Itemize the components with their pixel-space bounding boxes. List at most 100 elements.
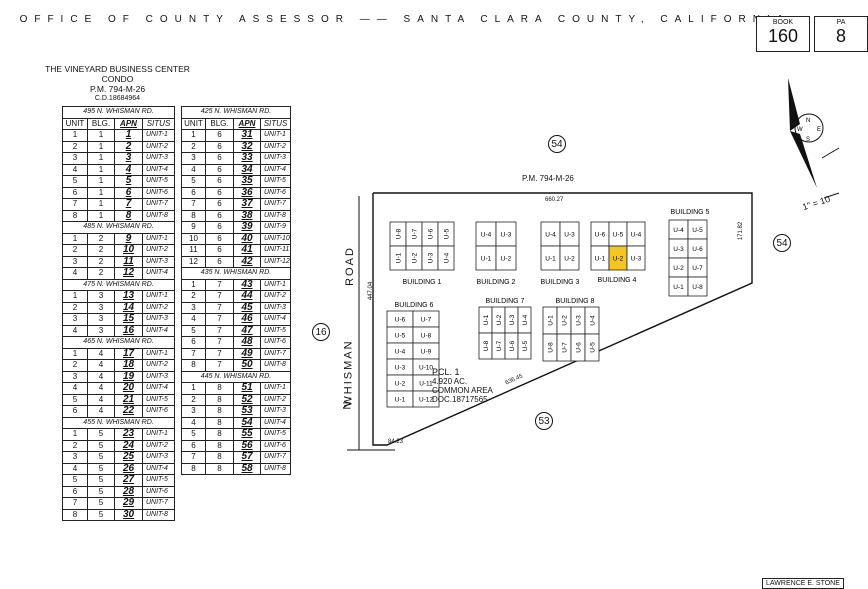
apn-cell: 4 [114, 163, 143, 176]
situs-cell: UNIT-1 [260, 129, 291, 142]
unit-label: U-7 [692, 265, 703, 272]
dim-right: 171.82 [738, 221, 745, 241]
situs-cell: UNIT-6 [142, 186, 175, 199]
unit-cell: 2 [62, 140, 88, 153]
scale-tick [821, 147, 840, 159]
unit-box [517, 332, 532, 360]
unit-label: U-4 [631, 232, 642, 239]
unit-label: U-5 [590, 342, 597, 353]
unit-cell: 5 [181, 175, 206, 188]
header-county: SANTA CLARA COUNTY, CALIFORNIA [403, 14, 791, 25]
situs-cell: UNIT-2 [142, 140, 175, 153]
unit-box [584, 333, 600, 362]
unit-label: U-8 [548, 342, 555, 353]
situs-cell: UNIT-5 [142, 175, 175, 188]
building-label: BUILDING 5 [671, 209, 710, 216]
building-cell: 1 [87, 129, 115, 142]
unit-label: U-2 [501, 256, 512, 263]
scale-tick-2 [823, 192, 840, 199]
road-label-n: N. [341, 394, 354, 410]
column-header: APN [233, 117, 261, 130]
building-label: BUILDING 8 [556, 298, 595, 305]
unit-label: U-6 [509, 340, 516, 351]
book-value: 160 [767, 26, 799, 46]
building-cell: 2 [87, 232, 115, 245]
title-name: THE VINEYARD BUSINESS CENTER [45, 64, 190, 74]
situs-cell: UNIT-9 [260, 221, 291, 234]
unit-label: U-6 [595, 232, 606, 239]
situs-cell: UNIT-3 [142, 152, 175, 165]
unit-label: U-11 [419, 381, 433, 388]
unit-label: U-5 [395, 333, 406, 340]
unit-label: U-2 [395, 381, 406, 388]
situs-cell: UNIT-7 [142, 198, 175, 211]
building-label: BUILDING 7 [486, 298, 525, 305]
unit-label: U-5 [613, 232, 624, 239]
svg-text:S: S [806, 137, 810, 143]
book-label: BOOK [772, 19, 794, 26]
column-header: SITUS [260, 117, 291, 130]
unit-label: U-2 [496, 314, 503, 325]
building-cell: 6 [205, 244, 234, 257]
building-cell: 1 [87, 186, 115, 199]
assessor-name: LAWRENCE E. STONE [762, 578, 844, 589]
building-cell: 6 [205, 163, 234, 176]
building-label: BUILDING 2 [477, 279, 516, 286]
book-box: BOOK 160 [756, 16, 810, 52]
situs-cell: UNIT-2 [260, 290, 291, 303]
unit-label: U-8 [483, 340, 490, 351]
page-label: PA [836, 19, 846, 26]
column-header: UNIT [181, 117, 206, 130]
unit-label: U-1 [595, 256, 606, 263]
unit-label: U-6 [428, 228, 435, 239]
unit-label: U-6 [692, 246, 703, 253]
map-page-ref-16: 16 [312, 323, 330, 341]
unit-label: U-3 [564, 232, 575, 239]
unit-label: U-8 [692, 284, 703, 291]
parcel-acreage: 4.920 AC. [432, 377, 468, 386]
situs-cell: UNIT-2 [260, 140, 291, 153]
building-cell: 6 [205, 186, 234, 199]
building-label: BUILDING 4 [598, 277, 637, 284]
unit-label: U-1 [481, 256, 492, 263]
situs-cell: UNIT-12 [260, 255, 291, 268]
situs-cell: UNIT-5 [260, 175, 291, 188]
unit-box [495, 245, 517, 271]
header-dash: —— [359, 14, 394, 25]
situs-cell: UNIT-11 [260, 244, 291, 257]
building-cell: 6 [205, 152, 234, 165]
unit-label: U-7 [421, 317, 432, 324]
svg-text:E: E [817, 127, 821, 133]
unit-label: U-2 [412, 252, 419, 263]
unit-cell: 3 [181, 152, 206, 165]
title-type: CONDO [101, 74, 134, 84]
unit-label: U-12 [419, 397, 433, 404]
unit-label: U-2 [613, 256, 624, 263]
dim-left: 447.04 [368, 281, 375, 301]
unit-label: U-9 [421, 349, 432, 356]
unit-cell: 11 [181, 244, 206, 257]
header-office: OFFICE OF COUNTY ASSESSOR [19, 14, 350, 25]
unit-label: U-1 [548, 315, 555, 326]
unit-label: U-1 [545, 256, 556, 263]
unit-box [626, 245, 646, 271]
